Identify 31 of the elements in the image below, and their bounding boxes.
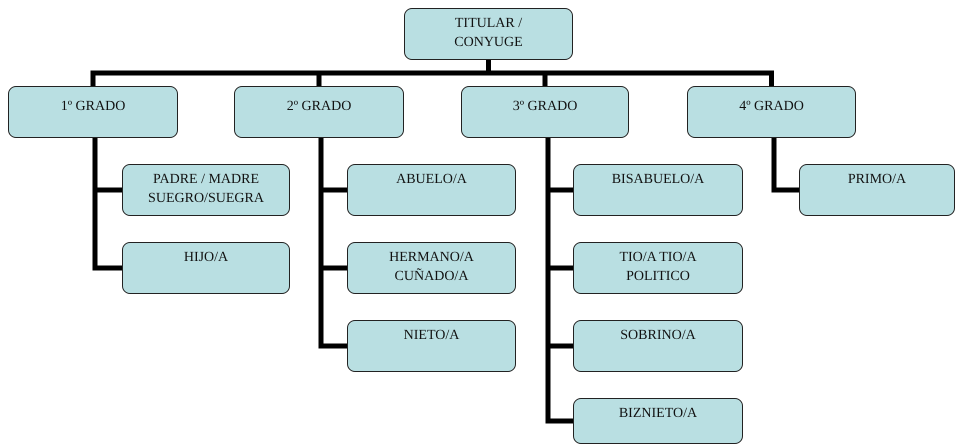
rounded-box <box>234 86 404 138</box>
rounded-box <box>461 86 629 138</box>
box-label: 4º GRADO <box>738 98 805 116</box>
rounded-box <box>122 242 290 294</box>
box-label: SOBRINO/A <box>619 327 697 345</box>
rounded-box <box>799 164 955 216</box>
box-label: 3º GRADO <box>512 98 578 116</box>
rounded-box <box>573 164 743 216</box>
box-label: BISABUELO/A <box>610 171 706 189</box>
box-label: PADRE / MADRE SUEGRO/SUEGRA <box>147 171 265 208</box>
rounded-box <box>404 8 573 60</box>
box-label: TIO/A TIO/A POLITICO <box>618 249 698 286</box>
rounded-box <box>573 242 743 294</box>
box-label: 2º GRADO <box>286 98 352 116</box>
box-label: ABUELO/A <box>395 171 468 189</box>
rounded-box <box>347 164 516 216</box>
box-label: NIETO/A <box>402 327 460 345</box>
box-label: BIZNIETO/A <box>618 405 698 423</box>
rounded-box <box>573 320 743 372</box>
rounded-box <box>347 320 516 372</box>
box-label: TITULAR / CONYUGE <box>453 15 524 52</box>
box-label: HERMANO/A CUÑADO/A <box>388 249 475 286</box>
rounded-box <box>347 242 516 294</box>
rounded-box <box>122 164 290 216</box>
box-label: 1º GRADO <box>60 98 126 116</box>
box-label: PRIMO/A <box>846 171 908 189</box>
box-label: HIJO/A <box>182 249 230 267</box>
rounded-box <box>687 86 856 138</box>
connector-line <box>772 138 799 192</box>
rounded-box <box>8 86 178 138</box>
rounded-box <box>573 398 743 444</box>
